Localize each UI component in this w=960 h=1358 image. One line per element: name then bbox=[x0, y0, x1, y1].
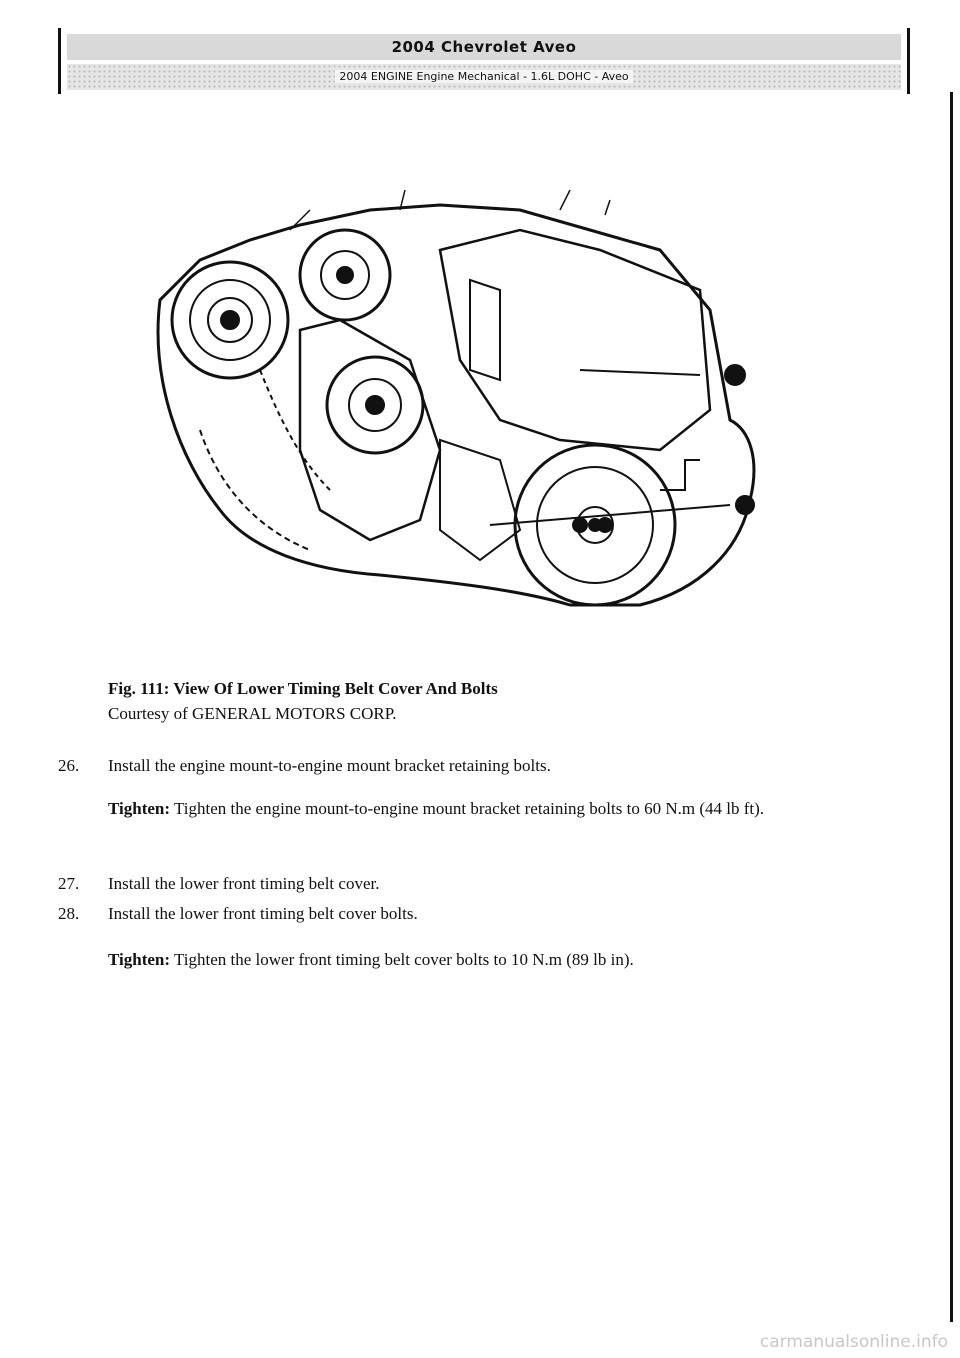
watermark-text: carmanualsonline.info bbox=[759, 1332, 948, 1352]
step-item: 27. Install the lower front timing belt c… bbox=[58, 872, 379, 896]
step-number: 27. bbox=[58, 874, 80, 893]
timing-belt-cover-illustration bbox=[156, 190, 756, 607]
step-number: 26. bbox=[58, 756, 80, 775]
step-item: 26. Install the engine mount-to-engine mo… bbox=[58, 754, 551, 778]
tighten-note: Tighten: Tighten the engine mount-to-eng… bbox=[108, 794, 898, 824]
figure-credit: Courtesy of GENERAL MOTORS CORP. bbox=[108, 704, 397, 723]
tighten-label: Tighten: bbox=[108, 799, 171, 818]
step-text: Install the lower front timing belt cove… bbox=[108, 874, 380, 893]
header-subtitle: 2004 ENGINE Engine Mechanical - 1.6L DOH… bbox=[67, 64, 901, 90]
step-text: Install the engine mount-to-engine mount… bbox=[108, 756, 551, 775]
tighten-text: Tighten the lower front timing belt cove… bbox=[174, 950, 634, 969]
tighten-text: Tighten the engine mount-to-engine mount… bbox=[174, 799, 765, 818]
step-number: 28. bbox=[58, 904, 80, 923]
page-header: 2004 Chevrolet Aveo 2004 ENGINE Engine M… bbox=[58, 28, 910, 94]
step-text: Install the lower front timing belt cove… bbox=[108, 904, 418, 923]
step-item: 28. Install the lower front timing belt c… bbox=[58, 902, 418, 926]
header-subtitle-text: 2004 ENGINE Engine Mechanical - 1.6L DOH… bbox=[335, 70, 633, 83]
header-title: 2004 Chevrolet Aveo bbox=[67, 34, 901, 60]
page-border-right bbox=[950, 92, 953, 1322]
figure-caption: Fig. 111: View Of Lower Timing Belt Cove… bbox=[108, 679, 498, 698]
tighten-note: Tighten: Tighten the lower front timing … bbox=[108, 945, 898, 975]
tighten-label: Tighten: bbox=[108, 950, 171, 969]
